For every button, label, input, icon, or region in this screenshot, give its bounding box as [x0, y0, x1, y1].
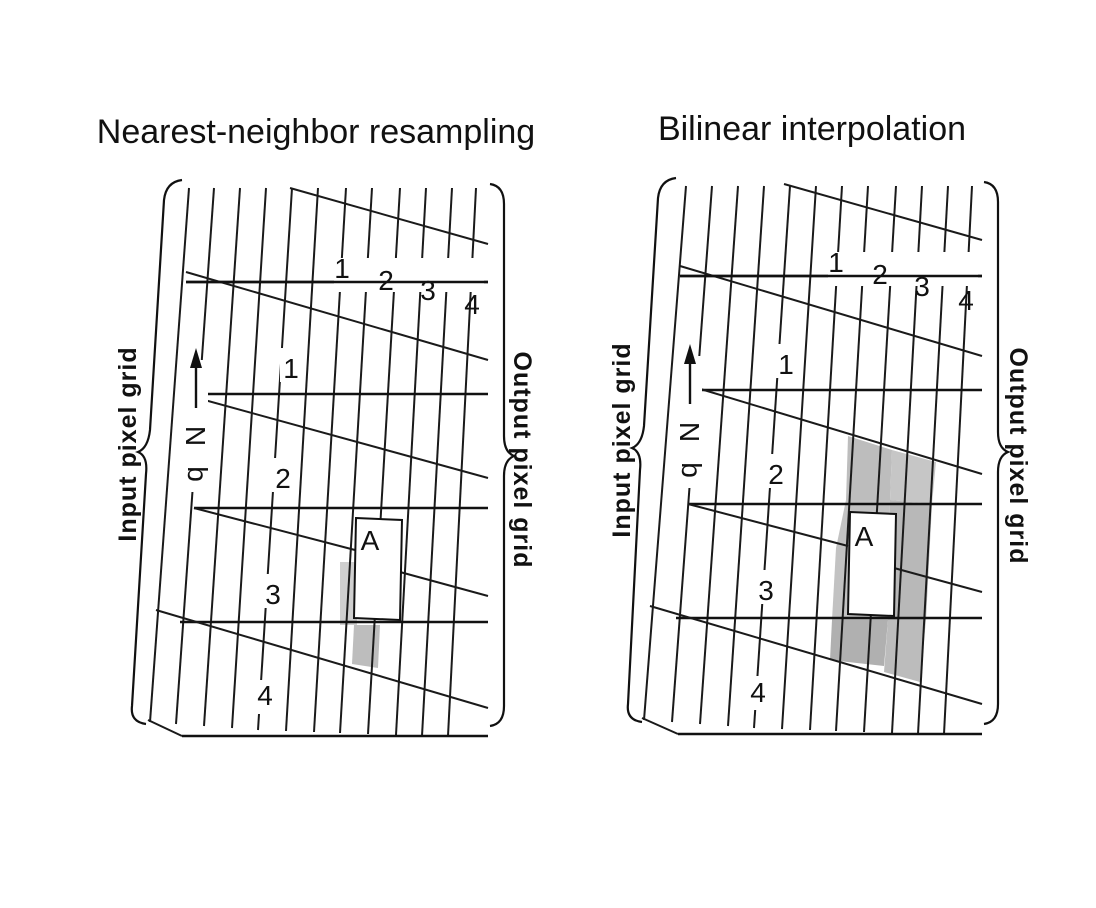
shaded-cell [884, 620, 926, 682]
input-grid-label: Input pixel grid [114, 346, 142, 541]
row-number-backdrop [254, 680, 276, 714]
nearest-neighbor-panel: Nearest-neighbor resampling [97, 113, 536, 738]
north-sub-label: b [676, 462, 707, 478]
row-number-backdrop [766, 454, 788, 488]
row-number-4: 4 [750, 677, 766, 708]
row-number-backdrop [280, 348, 302, 382]
column-number-4: 4 [958, 285, 974, 316]
column-number-1: 1 [334, 253, 350, 284]
column-number-3: 3 [914, 271, 930, 302]
row-number-backdrop [748, 676, 770, 710]
row-number-2: 2 [768, 459, 784, 490]
pixel-a-cell [846, 510, 898, 618]
output-grid-slanted-lines [147, 187, 489, 737]
column-number-backdrop [334, 258, 484, 292]
row-number-backdrop [776, 344, 798, 378]
left-brace [626, 176, 677, 724]
row-number-1: 1 [283, 353, 299, 384]
column-number-1: 1 [828, 247, 844, 278]
row-number-backdrop [272, 458, 294, 492]
row-number-3: 3 [265, 579, 281, 610]
column-number-2: 2 [378, 265, 394, 296]
right-brace [983, 180, 1011, 726]
row-number-2: 2 [275, 463, 291, 494]
output-grid-label: Output pixel grid [1004, 348, 1032, 565]
right-brace [489, 182, 517, 728]
pixel-a-cell [352, 516, 404, 622]
column-number-3: 3 [420, 275, 436, 306]
column-number-4: 4 [464, 289, 480, 320]
north-arrow-icon: N b [674, 344, 707, 488]
output-grid-label: Output pixel grid [508, 352, 536, 569]
left-brace [130, 178, 183, 726]
column-number-2: 2 [872, 259, 888, 290]
output-grid-slanted-lines [641, 183, 983, 735]
column-number-backdrop [828, 252, 978, 286]
row-number-4: 4 [257, 680, 273, 711]
bilinear-interpolation-panel: Bilinear interpolation [608, 110, 1032, 736]
north-label: N [180, 426, 211, 446]
row-number-3: 3 [758, 575, 774, 606]
row-number-backdrop [756, 570, 778, 604]
panel-title: Bilinear interpolation [658, 110, 966, 148]
row-number-1: 1 [778, 349, 794, 380]
north-sub-label: b [182, 466, 213, 482]
shaded-cell [890, 450, 936, 504]
panel-title: Nearest-neighbor resampling [97, 113, 535, 151]
input-grid-horizontal-lines [676, 274, 982, 736]
shaded-cell [830, 620, 888, 666]
shaded-cell [352, 625, 380, 668]
input-grid-label: Input pixel grid [608, 342, 636, 537]
point-a-label: A [855, 521, 874, 552]
north-label: N [674, 422, 705, 442]
north-arrow-icon: N b [180, 348, 213, 492]
point-a-label: A [361, 525, 380, 556]
row-number-backdrop [262, 574, 284, 608]
input-grid-horizontal-lines [180, 280, 488, 738]
